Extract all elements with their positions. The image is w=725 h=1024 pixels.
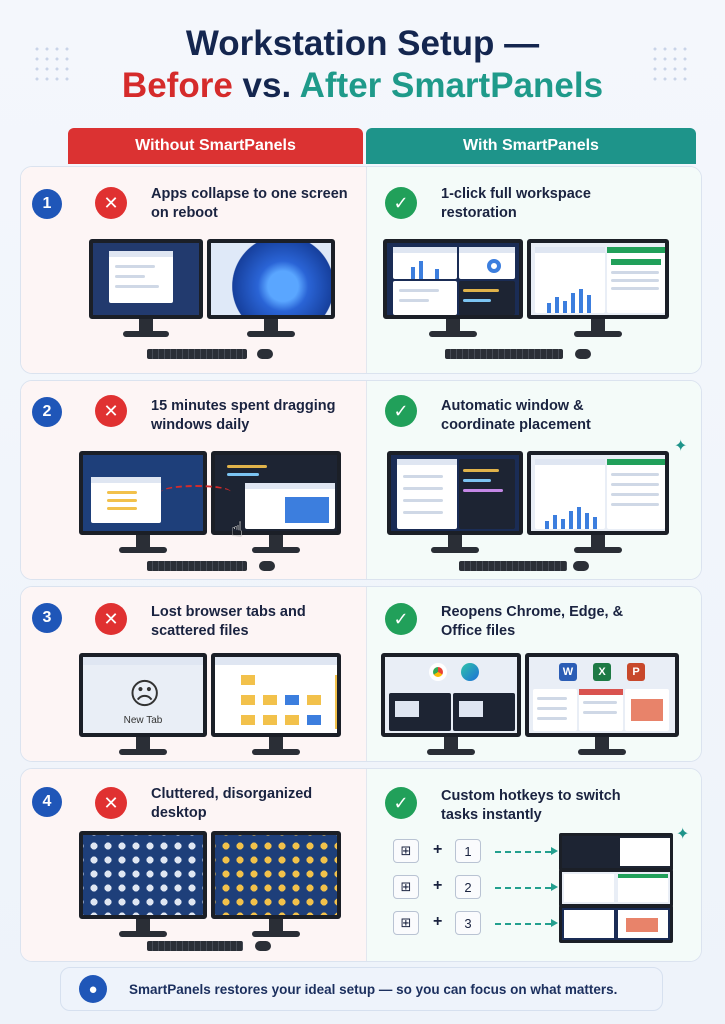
row-number-badge: 2 <box>32 397 62 427</box>
keyboard <box>445 349 563 359</box>
row-without-label: Lost browser tabs and scattered files <box>151 604 306 639</box>
row-without-label: Cluttered, disorganized desktop <box>151 786 313 821</box>
check-icon: ✓ <box>385 787 417 819</box>
windows-key-icon: ⊞ <box>393 839 419 863</box>
hotkey-number: 2 <box>455 875 481 899</box>
monitor <box>79 831 207 937</box>
dot-pattern-decoration <box>650 44 692 86</box>
windows-key-icon: ⊞ <box>393 875 419 899</box>
comparison-row-2: 2 ✕ 15 minutes spent dragging windows da… <box>20 380 702 580</box>
powerpoint-icon: P <box>627 663 645 681</box>
page-title-line2: Before vs. After SmartPanels <box>0 66 725 106</box>
mouse <box>257 349 273 359</box>
sparkle-decoration: ✦ <box>676 826 690 843</box>
check-icon: ✓ <box>385 395 417 427</box>
mouse <box>575 349 591 359</box>
keyboard <box>147 561 247 571</box>
row-with-label: Reopens Chrome, Edge, & Office files <box>441 604 624 639</box>
comparison-row-1: 1 ✕ Apps collapse to one screen on reboo… <box>20 166 702 374</box>
comparison-row-3: 3 ✕ Lost browser tabs and scattered file… <box>20 586 702 762</box>
lightbulb-icon: ● <box>79 975 107 1003</box>
row-with-label: 1-click full workspace restoration <box>441 186 591 221</box>
edge-icon <box>461 663 479 681</box>
x-icon: ✕ <box>95 787 127 819</box>
monitor <box>527 239 669 343</box>
row-without-label: Apps collapse to one screen on reboot <box>151 186 348 221</box>
plus-sign: + <box>433 877 443 894</box>
monitor <box>89 239 203 343</box>
comparison-row-4: 4 ✕ Cluttered, disorganized desktop ✓ Cu… <box>20 768 702 962</box>
monitor <box>207 239 335 343</box>
windows-key-icon: ⊞ <box>393 911 419 935</box>
mouse <box>255 941 271 951</box>
word-icon: W <box>559 663 577 681</box>
footer-banner: ● SmartPanels restores your ideal setup … <box>60 967 663 1011</box>
title-vs: vs. <box>232 66 300 105</box>
monitor: W X P <box>525 653 679 757</box>
monitor <box>79 451 207 555</box>
monitor <box>387 451 523 555</box>
column-header-without: Without SmartPanels <box>68 128 363 164</box>
dot-pattern-decoration <box>32 44 74 86</box>
monitor <box>381 653 521 757</box>
keyboard <box>147 941 243 951</box>
hotkey-number: 3 <box>455 911 481 935</box>
row-with-label: Custom hotkeys to switch tasks instantly <box>441 788 621 823</box>
x-icon: ✕ <box>95 395 127 427</box>
sad-face-icon: ☹ <box>129 678 161 711</box>
check-icon: ✓ <box>385 603 417 635</box>
title-before: Before <box>121 66 233 105</box>
mouse <box>259 561 275 571</box>
new-tab-label: New Tab <box>123 715 163 726</box>
monitor <box>211 653 341 757</box>
sparkle-decoration: ✦ <box>674 438 688 455</box>
x-icon: ✕ <box>95 187 127 219</box>
monitor: ☹ New Tab <box>79 653 207 757</box>
row-number-badge: 1 <box>32 189 62 219</box>
cursor-hand-icon: ☝ <box>231 519 244 541</box>
page-title-line1: Workstation Setup — <box>185 24 540 63</box>
monitor <box>383 239 523 343</box>
drag-arrow <box>161 485 231 499</box>
check-icon: ✓ <box>385 187 417 219</box>
title-after: After SmartPanels <box>299 66 604 105</box>
plus-sign: + <box>433 841 443 858</box>
plus-sign: + <box>433 913 443 930</box>
row-number-badge: 3 <box>32 603 62 633</box>
footer-text: SmartPanels restores your ideal setup — … <box>129 981 618 997</box>
excel-icon: X <box>593 663 611 681</box>
hotkey-number: 1 <box>455 839 481 863</box>
row-without-label: 15 minutes spent dragging windows daily <box>151 398 336 433</box>
keyboard <box>147 349 247 359</box>
row-with-label: Automatic window & coordinate placement <box>441 398 591 433</box>
chrome-icon <box>429 663 447 681</box>
monitor <box>211 831 341 937</box>
keyboard <box>459 561 567 571</box>
x-icon: ✕ <box>95 603 127 635</box>
row-number-badge: 4 <box>32 787 62 817</box>
column-header-with: With SmartPanels <box>366 128 696 164</box>
monitor <box>527 451 669 555</box>
mouse <box>573 561 589 571</box>
